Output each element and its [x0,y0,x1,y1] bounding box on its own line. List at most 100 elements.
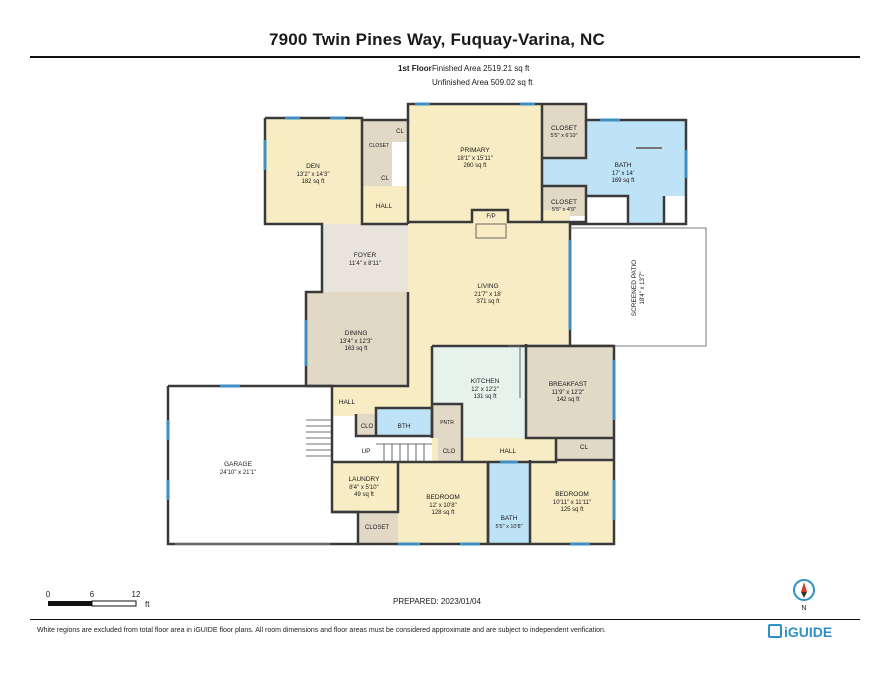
primary-area: 260 sq ft [463,163,486,169]
floor-label: 1st Floor [398,64,432,73]
cl-den-1-fill [392,120,408,142]
scale-bar: 0 6 12 ft [46,590,150,609]
bath-small-label: BATH [501,515,518,522]
bth-fill [376,408,432,436]
pntr-fill [432,404,462,438]
breakfast-area: 142 sq ft [556,397,579,403]
closet-laundry-fill [358,512,398,544]
closet-lower-label: CLOSET [551,199,577,206]
bedroom1-area: 128 sq ft [431,510,454,516]
prepared-date: PREPARED: 2023/01/04 [393,597,481,606]
fireplace-hearth [475,223,507,239]
foyer-dims: 11'4" x 8'11" [349,261,381,267]
scale-bar-seg-1 [48,601,92,606]
breakfast-label: BREAKFAST [549,381,587,388]
scale-bar-seg-2 [91,600,137,607]
garage-dims: 24'10" x 21'1" [220,470,256,476]
footer-rule [30,619,860,620]
cl-den-1-label: CL [396,129,404,135]
foyer-fill [322,224,408,292]
iguide-logo-text: iGUIDE [784,624,833,640]
primary-dims: 18'1" x 15'11" [457,156,493,162]
cl-bed2-fill [556,438,614,460]
kitchen-dims: 12' x 12'2" [471,387,498,393]
living-fill [408,210,570,386]
disclaimer-text: White regions are excluded from total fl… [37,627,606,634]
laundry-dims: 8'4" x 5'10" [349,485,379,491]
bath-primary-fill [542,120,686,224]
clo-2-fill [438,438,462,462]
hall-den-fill [362,186,408,224]
foyer-label: FOYER [354,252,377,259]
bedroom1-label: BEDROOM [426,494,460,501]
bath-primary-label: BATH [615,162,632,169]
bedroom2-dims: 10'11" x 11'11" [553,500,591,506]
kitchen-area: 131 sq ft [473,394,496,400]
room-fills [265,104,686,544]
dining-label: DINING [345,330,368,337]
exterior-wall-west-upper [263,118,324,386]
den-fill [265,118,362,224]
breakfast-fill [526,344,614,438]
header-rule [30,56,860,58]
closet-top-dims: 5'5" x 6'10" [550,133,577,139]
iguide-logo-icon [768,624,782,638]
den-area: 182 sq ft [301,179,324,185]
closet-lower-dims: 5'5" x 4'9" [552,207,576,213]
closet-top-label: CLOSET [551,125,577,132]
hall-south-wall [332,438,558,464]
hall-main-label: HALL [500,448,517,455]
closet-walls [540,104,588,224]
closet-top-fill [542,104,586,158]
breakfast-west [524,344,614,440]
bedroom1-dims: 12' x 10'8" [429,503,456,509]
cl-den-2-fill [362,168,392,186]
closet-den-label: CLOSET [369,143,389,149]
clo-2-label: CLO [443,449,456,455]
living-label: LIVING [477,283,498,290]
primary-south-wall [408,208,542,224]
laundry-label: LAUNDRY [349,476,381,483]
compass-label: N [801,605,806,612]
bedroom1-fill [398,462,488,544]
iguide-logo: iGUIDE [768,624,832,640]
clo-1-fill [356,414,376,436]
bath-primary-area: 169 sq ft [611,178,634,184]
closet-top-wall [542,120,588,160]
stairs [306,419,432,462]
kitchen-label: KITCHEN [471,378,500,385]
dining-area: 163 sq ft [344,346,367,352]
bth-label: BTH [398,423,411,430]
pntr-label: PNTR [440,420,454,426]
dining-dims: 13'4" x 12'3" [340,339,373,345]
breakfast-dims: 11'9" x 12'2" [552,390,584,396]
laundry-walls [332,462,400,514]
patio [570,227,707,347]
up-label: UP [361,448,370,455]
living-area: 371 sq ft [476,299,499,305]
bedroom2-label: BEDROOM [555,491,589,498]
laundry-fill [332,462,398,512]
laundry-area: 49 sq ft [354,492,374,498]
scale-unit: ft [145,600,150,609]
bath-primary-dims: 17' x 14' [612,171,634,177]
primary-fill [408,104,542,222]
scale-label-12: 12 [132,590,141,599]
screened-patio-label: SCREENED PATIO [631,260,638,316]
closet-laundry-label: CLOSET [365,525,389,531]
dining-fill [306,292,408,386]
living-dims: 21'7" x 18' [474,292,501,298]
clo-1-label: CLO [361,424,374,430]
scale-label-0: 0 [46,590,51,599]
pntr-walls [432,402,464,438]
bth-walls [354,406,434,438]
living-walls [306,292,410,388]
hall-garage-label: HALL [339,399,356,406]
garage-label: GARAGE [224,461,252,468]
bath-inner-walls [568,194,630,346]
den-dims: 13'2" x 14'3" [297,172,330,178]
scale-label-6: 6 [90,590,95,599]
windows [166,102,688,546]
bath-small-fill [488,462,530,544]
